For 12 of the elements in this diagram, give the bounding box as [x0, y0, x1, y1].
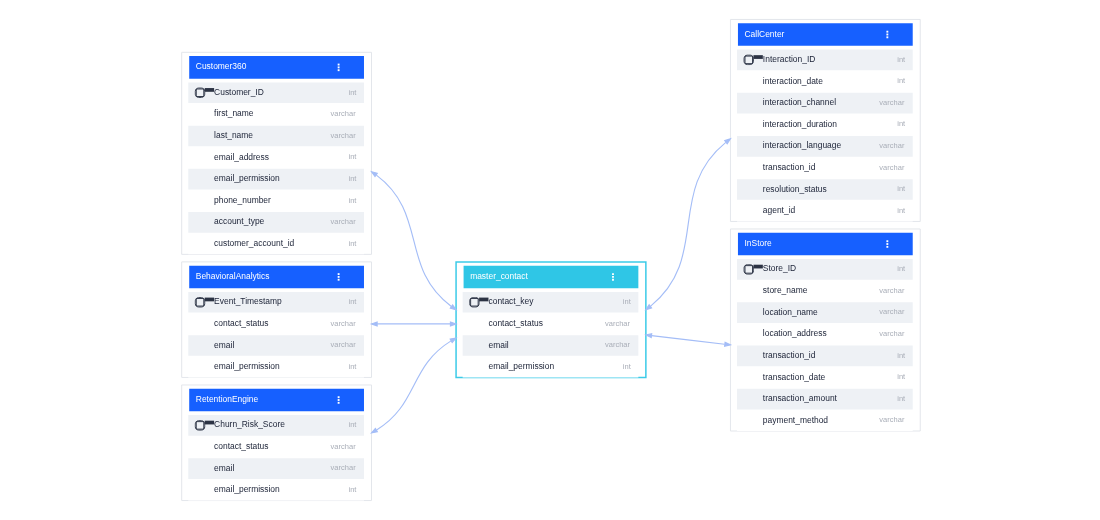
node-text: transaction_id varchar — [762, 161, 904, 172]
node-text: email_address int — [213, 151, 356, 162]
node-text: first_name varchar — [213, 108, 356, 119]
node-text: store_name varchar — [762, 285, 904, 296]
node-text: transaction_date int — [762, 371, 905, 382]
node-text: interaction_duration int — [762, 118, 905, 129]
node-text: interaction_date int — [762, 75, 905, 86]
node-text: phone_number int — [213, 194, 356, 205]
node-text: contact_status varchar — [213, 441, 356, 452]
node-text: contact_status varchar — [213, 317, 356, 328]
node-text: location_address varchar — [762, 328, 904, 339]
node-text: contact_status varchar — [487, 317, 630, 328]
